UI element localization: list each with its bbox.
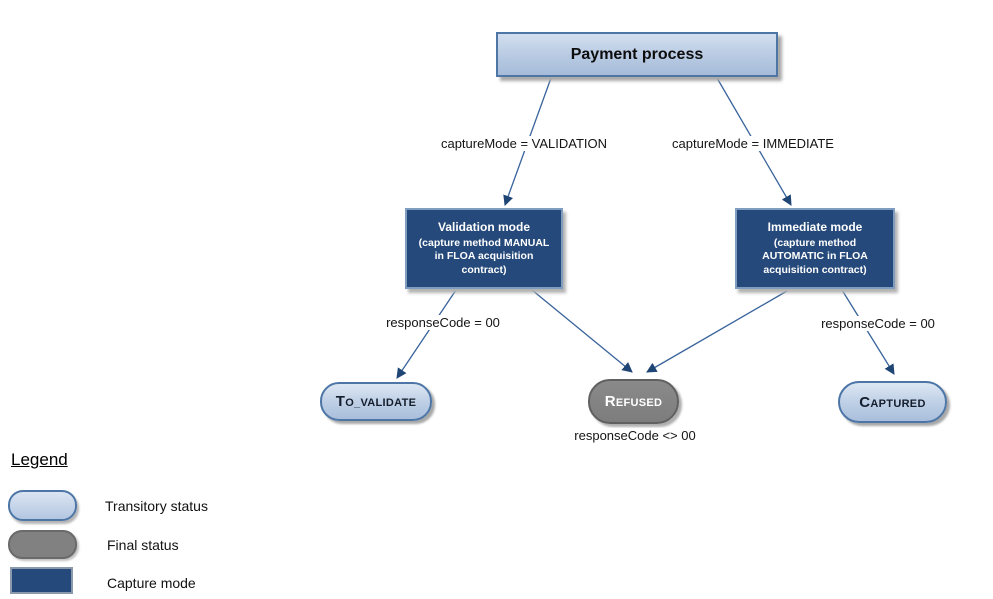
immediate-mode-node: Immediate mode (capture method AUTOMATIC… [735,208,895,289]
legend-transitory-status-label: Transitory status [105,498,208,514]
validation-mode-subtitle: (capture method MANUAL in FLOA acquisiti… [418,236,550,276]
to-validate-status-node: TO_VALIDATE [320,382,432,421]
immediate-mode-subtitle: (capture method AUTOMATIC in FLOA acquis… [762,236,868,276]
legend-transitory-status-shape [8,490,77,521]
captured-label: CAPTURED [859,393,926,411]
edge-label-responsecode-ok-right: responseCode = 00 [818,316,938,331]
captured-status-node: CAPTURED [838,381,947,423]
legend-capture-mode-label: Capture mode [107,575,196,591]
arrow-immediate-to-refused [646,290,788,373]
validation-mode-node: Validation mode (capture method MANUAL i… [405,208,563,289]
refused-label: REFUSED [604,393,663,410]
refused-status-node: REFUSED [588,379,679,424]
legend-final-status-label: Final status [107,537,179,553]
edge-label-responsecode-ko: responseCode <> 00 [571,428,699,443]
payment-process-title: Payment process [570,45,704,63]
legend-capture-mode-shape [10,567,73,594]
arrow-immediate-to-captured [841,289,895,375]
payment-process-node: Payment process [496,32,778,77]
arrow-validation-to-refused [531,289,633,373]
legend-heading: Legend [11,450,68,469]
to-validate-label: TO_VALIDATE [335,393,417,410]
edge-label-responsecode-ok-left: responseCode = 00 [383,315,503,330]
edge-label-capturemode-immediate: captureMode = IMMEDIATE [669,136,837,151]
edge-label-capturemode-validation: captureMode = VALIDATION [437,136,611,151]
immediate-mode-title: Immediate mode [767,219,863,234]
arrow-validation-to-tovalidate [396,289,457,379]
legend-final-status-shape [8,530,77,559]
validation-mode-title: Validation mode [437,219,530,234]
